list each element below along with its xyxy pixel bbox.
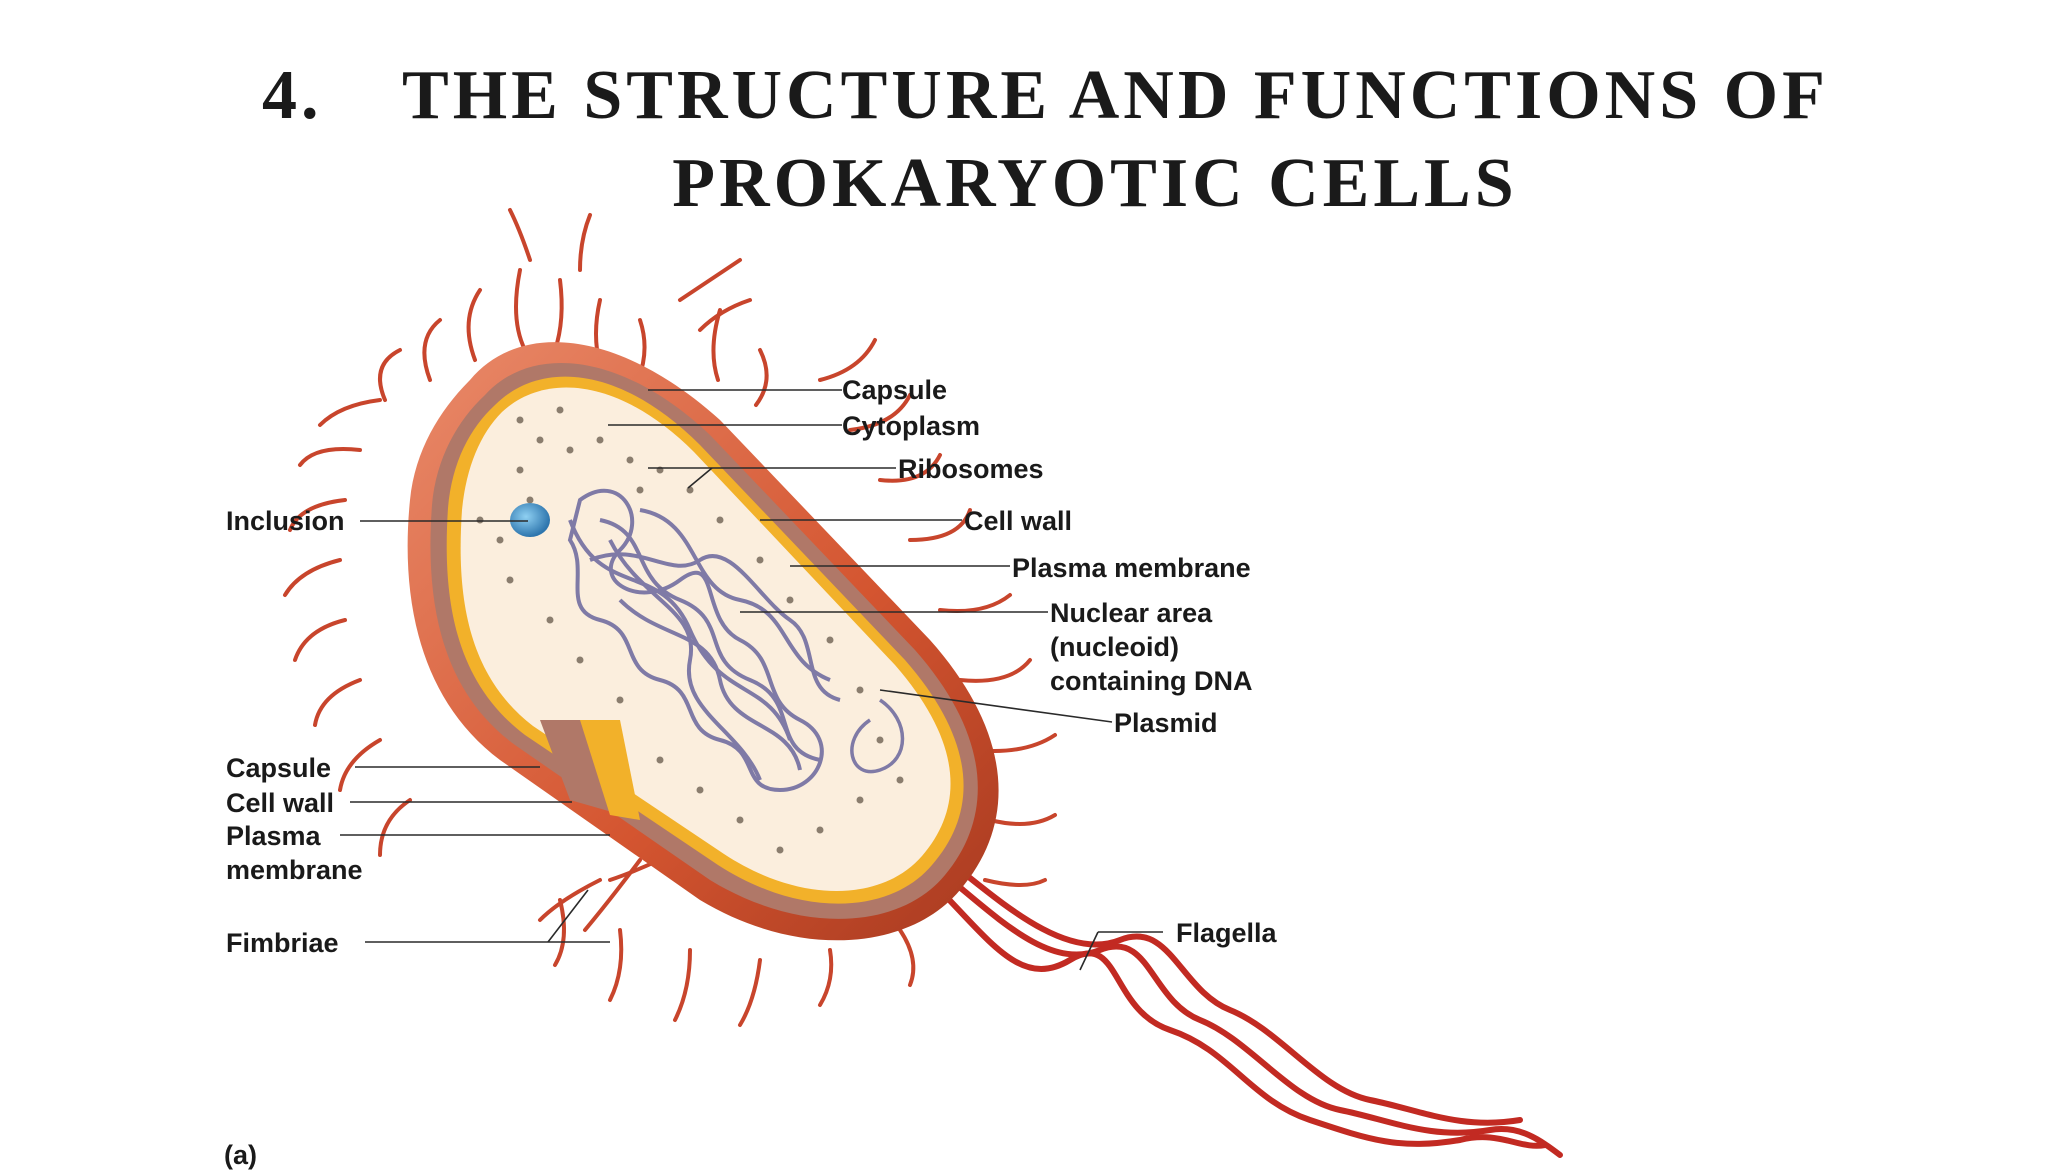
label-cytoplasm: Cytoplasm bbox=[842, 411, 980, 441]
flagella bbox=[927, 867, 1563, 1158]
label-nuclear-area-line1: Nuclear area bbox=[1050, 598, 1213, 628]
label-inclusion: Inclusion bbox=[226, 506, 345, 536]
label-cell-wall-right: Cell wall bbox=[964, 506, 1072, 536]
label-capsule-top: Capsule bbox=[842, 375, 947, 405]
title-number: 4. bbox=[262, 57, 323, 134]
label-plasmid: Plasmid bbox=[1114, 708, 1218, 738]
label-plasma-membrane-right: Plasma membrane bbox=[1012, 553, 1251, 583]
cytoplasm bbox=[460, 387, 951, 891]
panel-label: (a) bbox=[224, 1140, 257, 1170]
label-plasma-membrane-left-line1: Plasma bbox=[226, 821, 322, 851]
label-capsule-left: Capsule bbox=[226, 753, 331, 783]
title-line-1: THE STRUCTURE AND FUNCTIONS OF bbox=[402, 57, 1829, 134]
label-nuclear-area-line2: (nucleoid) bbox=[1050, 632, 1179, 662]
leader-lines bbox=[340, 389, 1163, 971]
label-fimbriae: Fimbriae bbox=[226, 928, 339, 958]
label-cell-wall-left: Cell wall bbox=[226, 788, 334, 818]
label-plasma-membrane-left-line2: membrane bbox=[226, 855, 363, 885]
fimbriae bbox=[283, 208, 1057, 1027]
inclusion-body bbox=[510, 503, 550, 537]
ribosomes bbox=[476, 406, 904, 854]
label-nuclear-area-line3: containing DNA bbox=[1050, 666, 1253, 696]
nucleoid-dna bbox=[567, 488, 905, 793]
label-ribosomes: Ribosomes bbox=[898, 454, 1044, 484]
title-line-2: PROKARYOTIC CELLS bbox=[672, 145, 1518, 222]
label-flagella: Flagella bbox=[1176, 918, 1278, 948]
